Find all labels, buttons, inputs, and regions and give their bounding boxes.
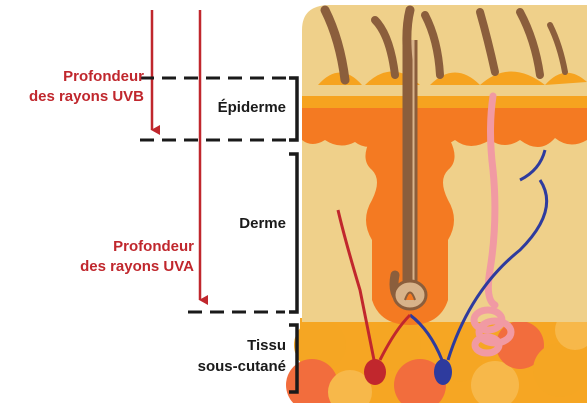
epidermis-band [302, 96, 587, 108]
uva-label-line2: des rayons UVA [30, 258, 194, 276]
derme-label: Derme [218, 215, 286, 233]
vein-node [434, 359, 452, 385]
artery-node [364, 359, 386, 385]
tissu-label-line1: Tissu [200, 337, 286, 355]
tissu-label-line2: sous-cutané [180, 358, 286, 376]
uva-label-line1: Profondeur [60, 238, 194, 256]
skin-surface [302, 5, 587, 100]
uvb-label-line2: des rayons UVB [2, 88, 144, 106]
derme-bracket [289, 154, 297, 312]
epiderme-bracket [289, 78, 297, 140]
epiderme-label: Épiderme [202, 99, 286, 117]
fat-layer [286, 310, 587, 403]
uvb-label-line1: Profondeur [40, 68, 144, 86]
